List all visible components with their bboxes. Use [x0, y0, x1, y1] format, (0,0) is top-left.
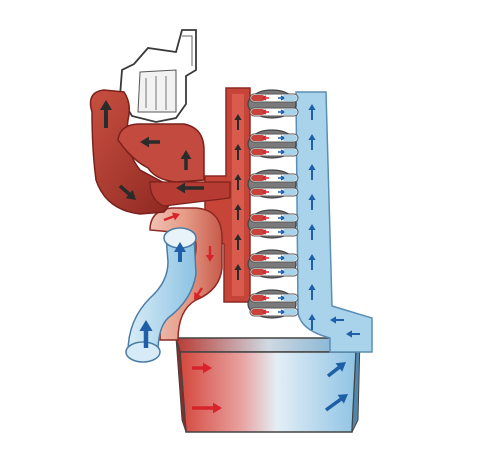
- turbocharger-housing: [119, 29, 197, 123]
- arrow-icon: [234, 174, 242, 190]
- arrow-icon: [234, 204, 242, 220]
- arrow-icon: [176, 182, 204, 194]
- arrow-icon: [324, 394, 348, 412]
- arrow-icon: [140, 136, 160, 148]
- arrow-icon: [308, 164, 316, 180]
- arrow-icon: [308, 104, 316, 120]
- cylinder-bank: [247, 89, 299, 319]
- cylinder-1: [247, 89, 299, 119]
- arrow-icon: [326, 362, 346, 378]
- arrow-icon: [174, 242, 186, 262]
- turbine-housing: [89, 89, 231, 215]
- cylinder-5: [247, 249, 299, 279]
- arrow-icon: [163, 212, 180, 222]
- arrow-icon: [346, 330, 360, 338]
- cylinder-4: [247, 209, 299, 239]
- intake-return-duct: [295, 91, 373, 353]
- cylinder-6: [247, 289, 299, 319]
- arrow-icon: [308, 224, 316, 240]
- arrow-icon: [234, 234, 242, 250]
- arrow-icon: [192, 362, 212, 374]
- arrow-icon: [308, 314, 316, 330]
- arrow-icon: [234, 144, 242, 160]
- arrow-icon: [205, 246, 215, 262]
- arrow-icon: [234, 264, 242, 280]
- cylinder-2: [247, 129, 299, 159]
- arrow-icon: [100, 100, 112, 128]
- arrow-icon: [180, 150, 192, 170]
- arrow-icon: [139, 320, 153, 348]
- arrow-icon: [308, 134, 316, 150]
- arrow-icon: [194, 287, 203, 300]
- cylinder-3: [247, 169, 299, 199]
- arrow-icon: [234, 114, 242, 130]
- charge-air-cooler: [175, 337, 361, 433]
- arrow-icon: [192, 402, 222, 414]
- arrow-icon: [330, 316, 344, 324]
- arrow-icon: [308, 254, 316, 270]
- arrow-icon: [308, 284, 316, 300]
- flow-arrows: [100, 100, 360, 414]
- arrow-icon: [308, 194, 316, 210]
- arrow-icon: [118, 184, 136, 200]
